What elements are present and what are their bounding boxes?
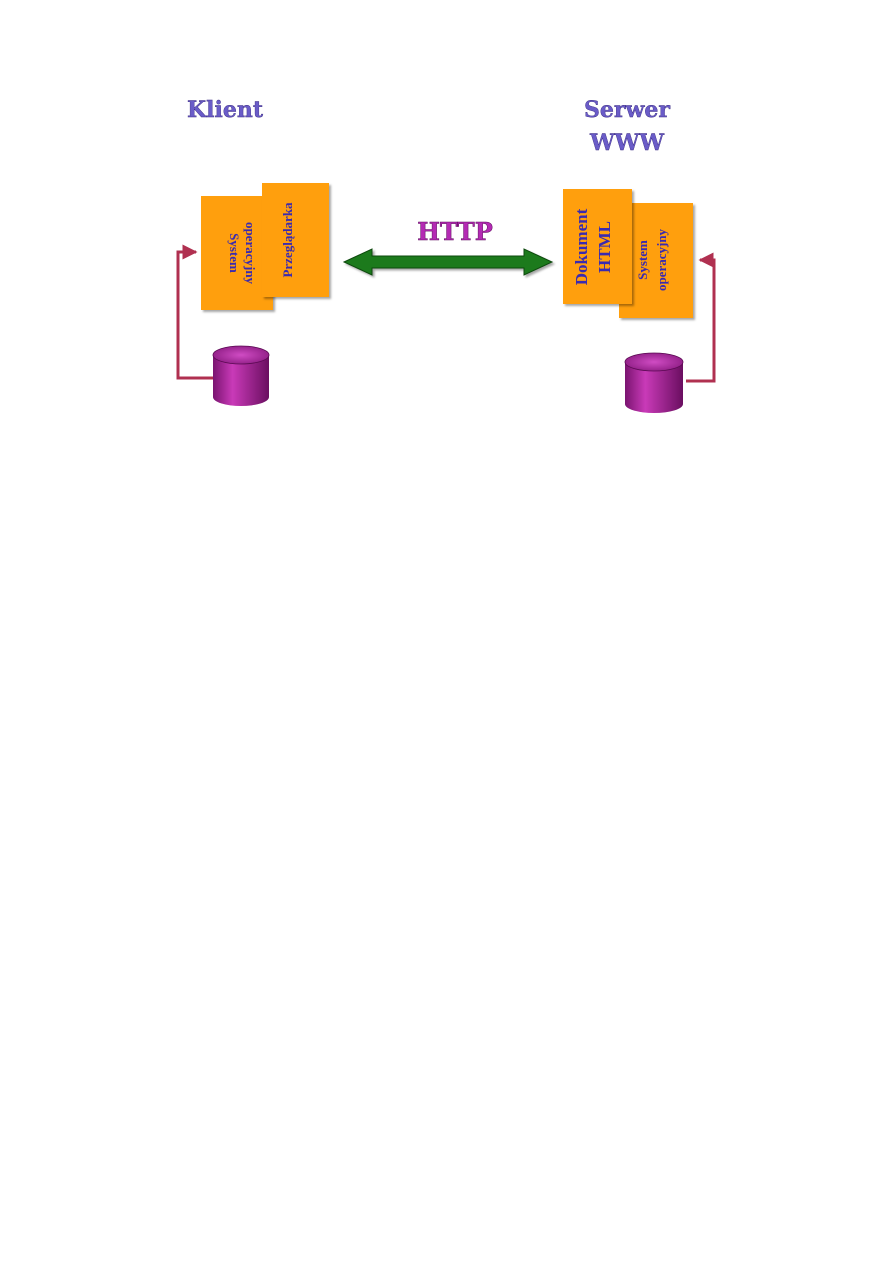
server-os-box: System operacyjny xyxy=(619,203,693,318)
http-label: HTTP xyxy=(417,217,493,246)
client-database-icon xyxy=(212,345,270,406)
client-browser-label: Przeglądarka xyxy=(280,202,295,278)
http-double-arrow xyxy=(342,248,554,276)
client-connector-arrow xyxy=(176,244,214,380)
client-browser-box: Przeglądarka xyxy=(262,183,329,297)
client-os-box: System operacyjny xyxy=(201,196,273,310)
server-doc-label-2: HTML xyxy=(595,221,614,273)
server-os-label-1: System xyxy=(635,240,650,280)
server-os-label-2: operacyjny xyxy=(654,228,669,291)
server-title-line1: Serwer xyxy=(584,97,670,123)
server-database-icon xyxy=(624,352,684,413)
server-document-box: Dokument HTML xyxy=(563,189,632,304)
server-title-line2: WWW xyxy=(589,130,664,156)
client-title: Klient xyxy=(187,97,264,123)
client-os-label-1: System xyxy=(227,233,242,273)
server-doc-label-1: Dokument xyxy=(572,208,591,285)
client-os-label-2: operacyjny xyxy=(243,222,258,285)
server-connector-arrow xyxy=(686,252,716,383)
